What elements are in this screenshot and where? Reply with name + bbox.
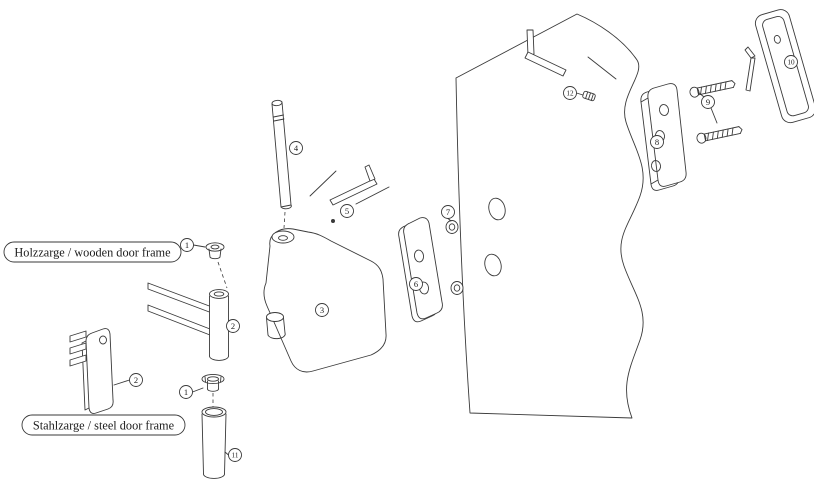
- wooden-frame-label-bubble: Holzzarge / wooden door frame: [3, 241, 182, 263]
- callout-1-bushing: 1: [179, 385, 193, 399]
- svg-text:1: 1: [184, 387, 188, 397]
- steel-frame-label-bubble: Stahlzarge / steel door frame: [21, 414, 186, 436]
- callout-leader-lines: [113, 91, 718, 456]
- frame-plate: [398, 217, 443, 323]
- callout-10: 10: [784, 55, 798, 69]
- steel-frame-bracket: [69, 328, 114, 414]
- callout-4: 4: [289, 141, 303, 155]
- bracket-prong-3: [69, 354, 87, 367]
- wooden-frame-label: Holzzarge / wooden door frame: [14, 246, 171, 260]
- callout-6: 6: [409, 277, 423, 291]
- flanged-bushing: [201, 373, 225, 392]
- cap-hole: [773, 34, 781, 44]
- insertion-direction-line: [587, 56, 617, 80]
- wooden-frame-grommet: [205, 242, 225, 260]
- direction-line-right: [355, 186, 390, 205]
- svg-text:2: 2: [231, 321, 235, 331]
- panel-hole-lower: [484, 253, 502, 277]
- svg-text:12: 12: [566, 90, 574, 98]
- bracket-prong-2: [69, 342, 87, 355]
- callout-12: 12: [563, 86, 577, 100]
- svg-text:1: 1: [185, 240, 189, 250]
- svg-text:11: 11: [232, 452, 239, 460]
- screw-lower: [696, 126, 743, 144]
- svg-text:7: 7: [446, 207, 450, 217]
- callout-2-sleeve: 2: [226, 319, 240, 333]
- callout-9: 9: [701, 95, 715, 109]
- bracket-hole: [99, 335, 107, 345]
- pin-centerline: [283, 211, 286, 229]
- set-screw: [582, 90, 596, 102]
- allen-key-right-icon: [744, 46, 756, 92]
- hinge-body: [263, 228, 387, 373]
- callout-8: 8: [650, 135, 664, 149]
- plate-hole-top: [659, 104, 669, 116]
- svg-text:5: 5: [345, 206, 349, 216]
- hinge-body-knuckle-top: [271, 230, 295, 244]
- svg-text:9: 9: [706, 97, 710, 107]
- svg-text:4: 4: [294, 143, 299, 153]
- cover-cap: [754, 9, 814, 124]
- svg-text:3: 3: [320, 305, 324, 315]
- hinge-pin: [271, 99, 292, 210]
- screw-upper: [689, 80, 736, 98]
- plate-hole-bottom: [651, 160, 661, 172]
- hinge-body-knuckle-bottom: [266, 312, 284, 322]
- direction-line-left: [309, 170, 337, 197]
- callout-11: 11: [228, 448, 242, 462]
- callouts: 1 2 2 1 11 4 5 3: [129, 55, 798, 462]
- panel-hole-upper: [488, 197, 506, 221]
- svg-text:10: 10: [787, 59, 795, 67]
- callout-3: 3: [315, 303, 329, 317]
- bracket-prong-1: [69, 330, 87, 343]
- callout-5: 5: [340, 204, 354, 218]
- allen-key-small-icon: [309, 164, 390, 223]
- door-panel: [455, 13, 644, 419]
- bushings: [445, 220, 464, 295]
- steel-frame-label: Stahlzarge / steel door frame: [33, 419, 175, 433]
- svg-text:2: 2: [134, 375, 138, 385]
- grommet-centerline: [217, 261, 228, 289]
- allen-key-top-icon: [524, 29, 617, 80]
- grub-screw-dot: [331, 219, 335, 223]
- callout-2-bracket: 2: [129, 373, 143, 387]
- callout-1-top: 1: [180, 238, 194, 252]
- frame-plate-hole-top: [414, 249, 424, 263]
- callout-7: 7: [441, 205, 455, 219]
- hinge-plate: [640, 83, 687, 191]
- hinge-body-pin-hole: [278, 235, 288, 241]
- sleeve-tube: [201, 406, 227, 479]
- svg-text:8: 8: [655, 137, 659, 147]
- svg-text:6: 6: [414, 279, 418, 289]
- dowel-pin-lower: [147, 304, 211, 336]
- dowel-sleeve: [147, 282, 229, 361]
